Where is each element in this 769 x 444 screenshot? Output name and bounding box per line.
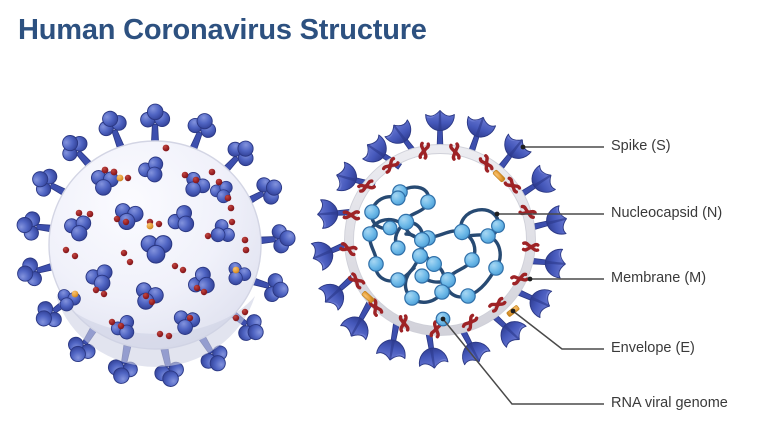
virion-shading-lower bbox=[56, 296, 255, 367]
callout-label-nucleocapsid: Nucleocapsid (N) bbox=[611, 205, 723, 221]
intact-virion-panel bbox=[13, 103, 297, 390]
nucleocapsid-complex bbox=[362, 184, 506, 327]
virion-membrane-dots bbox=[62, 144, 250, 340]
anchor-dot-membrane bbox=[527, 276, 533, 282]
anchor-dot-rna bbox=[440, 316, 446, 322]
callout-label-membrane: Membrane (M) bbox=[611, 270, 707, 286]
envelope-ring bbox=[344, 144, 536, 336]
callout-label-spike: Spike (S) bbox=[611, 138, 671, 154]
anchor-dot-envelope bbox=[510, 308, 516, 314]
callout-anchor-dots bbox=[440, 144, 533, 322]
callout-label-envelope: Envelope (E) bbox=[611, 340, 695, 356]
page-title: Human Coronavirus Structure bbox=[18, 14, 427, 46]
leader-line-envelope bbox=[512, 310, 604, 350]
nucleocapsid-beads bbox=[362, 184, 506, 327]
leader-line-rna bbox=[442, 318, 604, 405]
callout-label-rna: RNA viral genome bbox=[611, 395, 728, 411]
anchor-dot-nucleocapsid bbox=[494, 211, 500, 217]
callout-leader-lines bbox=[442, 146, 604, 405]
anchor-dot-spike bbox=[520, 144, 526, 150]
virion-envelope-dots bbox=[71, 174, 240, 298]
cross-section-panel bbox=[307, 109, 571, 371]
